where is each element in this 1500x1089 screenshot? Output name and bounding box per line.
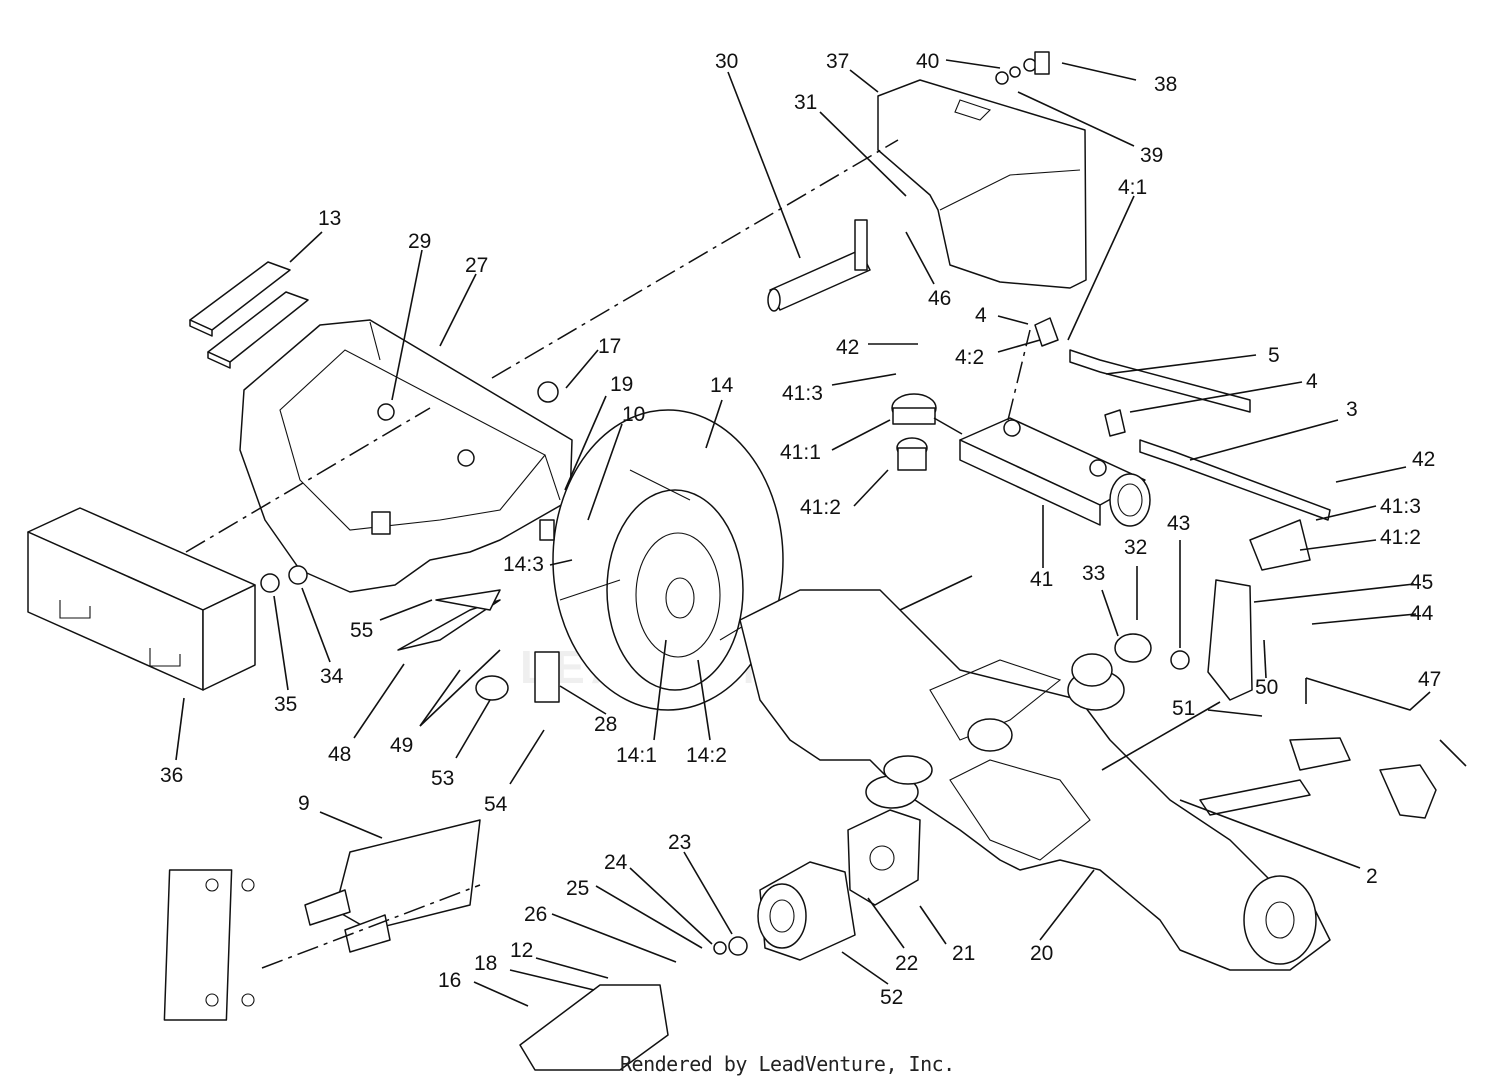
callout-14: 14: [710, 374, 734, 397]
callout-53: 53: [431, 767, 454, 790]
callout-33: 33: [1082, 562, 1105, 585]
callout-41-2-a: 41:2: [800, 496, 841, 519]
rod-end-part: [891, 393, 963, 471]
callout-3: 3: [1346, 398, 1358, 421]
callout-49: 49: [390, 734, 413, 757]
callout-23: 23: [668, 831, 691, 854]
callout-52: 52: [880, 986, 903, 1009]
callout-48: 48: [328, 743, 351, 766]
callout-42-b: 42: [1412, 448, 1435, 471]
callout-38: 38: [1154, 73, 1177, 96]
tie-rod-part: [1199, 737, 1437, 819]
callout-51: 51: [1172, 697, 1195, 720]
rear-wheel-part: [552, 409, 784, 711]
callout-9: 9: [298, 792, 310, 815]
frame-pan-part: [239, 319, 573, 593]
alignment-lines: [185, 139, 1031, 969]
callout-32: 32: [1124, 536, 1147, 559]
callout-47: 47: [1418, 668, 1441, 691]
callout-14-2: 14:2: [686, 744, 727, 767]
callout-41-3-b: 41:3: [1380, 495, 1421, 518]
callout-35: 35: [274, 693, 297, 716]
callout-45: 45: [1410, 571, 1433, 594]
hydro-motor-part: [757, 809, 921, 961]
callout-labels: 30 37 40 38 31 39 4:1 13 29 27 46 4 4:2 …: [160, 50, 1441, 1009]
callout-39: 39: [1140, 144, 1163, 167]
callout-40: 40: [916, 50, 939, 73]
callout-24: 24: [604, 851, 628, 874]
callout-22: 22: [895, 952, 918, 975]
callout-4-1: 4:1: [1118, 176, 1147, 199]
callout-19: 19: [610, 373, 633, 396]
callout-17: 17: [598, 335, 621, 358]
callout-50: 50: [1255, 676, 1278, 699]
callout-55: 55: [350, 619, 373, 642]
callout-13: 13: [318, 207, 341, 230]
weight-block-part: [27, 507, 256, 691]
callout-20: 20: [1030, 942, 1053, 965]
steering-cylinder-part: [959, 417, 1151, 527]
callout-16: 16: [438, 969, 461, 992]
seals-and-bracket-part: [865, 519, 1311, 809]
callout-12: 12: [510, 939, 533, 962]
callout-14-1: 14:1: [616, 744, 657, 767]
hydraulic-hoses-part: [1034, 317, 1331, 521]
pivot-pin-part: [767, 219, 871, 312]
callout-4-b: 4: [1306, 370, 1318, 393]
callout-41-1: 41:1: [780, 441, 821, 464]
callout-10: 10: [622, 403, 645, 426]
callout-5: 5: [1268, 344, 1280, 367]
callout-30: 30: [715, 50, 738, 73]
callout-4-2: 4:2: [955, 346, 984, 369]
callout-41-3-a: 41:3: [782, 382, 823, 405]
callout-34: 34: [320, 665, 344, 688]
hardware-part: [260, 51, 1050, 956]
callout-21: 21: [952, 942, 975, 965]
callout-2: 2: [1366, 865, 1378, 888]
callout-31: 31: [794, 91, 817, 114]
callout-44: 44: [1410, 602, 1434, 625]
callout-42-a: 42: [836, 336, 859, 359]
callout-46: 46: [928, 287, 951, 310]
callout-54: 54: [484, 793, 508, 816]
part-shapes: [27, 51, 1437, 1071]
callout-28: 28: [594, 713, 617, 736]
callout-18: 18: [474, 952, 497, 975]
bracket-plates-part: [189, 261, 309, 369]
callout-37: 37: [826, 50, 849, 73]
leader-lines: [175, 59, 1467, 1007]
callout-29: 29: [408, 230, 431, 253]
callout-14-3: 14:3: [503, 553, 544, 576]
callout-41: 41: [1030, 568, 1053, 591]
callout-41-2-b: 41:2: [1380, 526, 1421, 549]
shield-cover-part: [877, 79, 1087, 289]
callout-26: 26: [524, 903, 547, 926]
callout-36: 36: [160, 764, 183, 787]
callout-4-a: 4: [975, 304, 987, 327]
callout-27: 27: [465, 254, 488, 277]
driveline-part: [163, 819, 669, 1071]
callout-43: 43: [1167, 512, 1190, 535]
callout-25: 25: [566, 877, 589, 900]
transaxle-part: [739, 589, 1331, 971]
render-credit: Rendered by LeadVenture, Inc.: [620, 1052, 955, 1076]
